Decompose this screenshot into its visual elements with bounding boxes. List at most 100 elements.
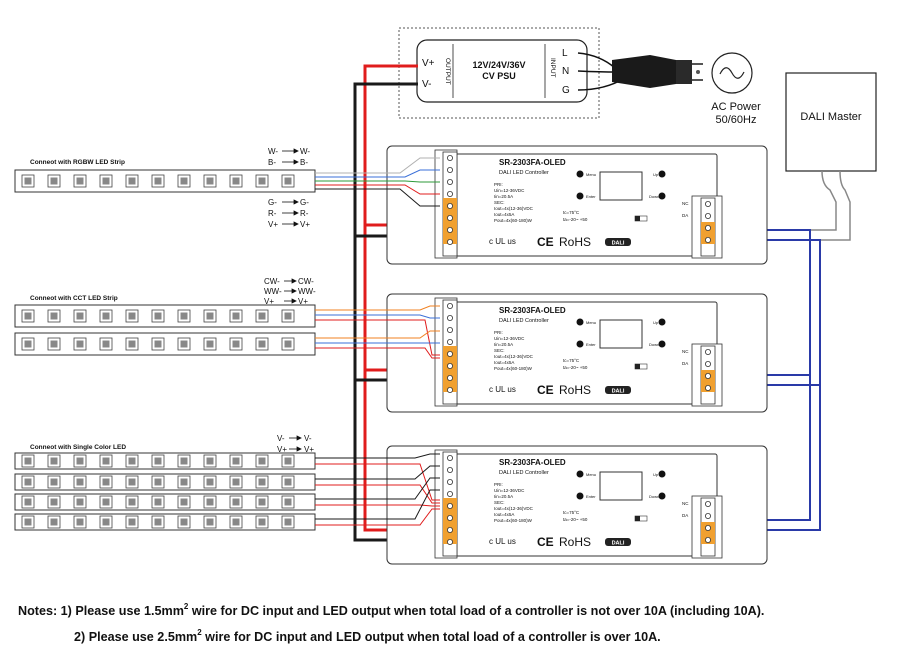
note-1-text-b: wire for DC input and LED output when to…: [188, 604, 765, 618]
controller-1-da-label: DA: [682, 213, 688, 218]
controller-3-ce-mark: CE: [537, 535, 554, 549]
controller-3-spec-6: Pout=4x(60-180)W: [494, 518, 533, 523]
controller-2-nc-label: NC: [682, 349, 689, 354]
ac-source-icon: [711, 52, 753, 94]
controller-2-rohs: RoHS: [559, 383, 591, 397]
rgbw-map-g-to: G-: [300, 198, 309, 207]
controller-2-enter-label: Enter: [586, 342, 596, 347]
controller-3-ul-mark: c UL us: [489, 537, 516, 546]
controller-1-subtitle: DALI LED Controller: [499, 170, 549, 176]
cct-map-ww-from: WW-: [264, 287, 282, 296]
notes: Notes: 1) Please use 1.5mm2 wire for DC …: [18, 596, 908, 648]
controller-3-down-label: Down: [649, 494, 659, 499]
psu-terminal-n: N: [562, 66, 569, 77]
cct-wires: [315, 305, 440, 359]
controller-2-ul-mark: c UL us: [489, 385, 516, 394]
controller-1-spec-6: Pout=4x(60-180)W: [494, 218, 533, 223]
rgbw-map-r-from: R-: [268, 209, 277, 218]
controller-1-spec-4: Iout=4x(12-36)VDC: [494, 206, 534, 211]
controller-2-spec-1: Uin=12-36VDC: [494, 336, 525, 341]
controller-3-model: SR-2303FA-OLED: [499, 458, 566, 467]
psu-terminal-vminus: V-: [422, 79, 431, 90]
controller-3-rohs: RoHS: [559, 535, 591, 549]
controller-1-nc-label: NC: [682, 201, 689, 206]
controller-2-spec-0: PRI:: [494, 330, 503, 335]
single-map-vminus-to: V-: [304, 434, 312, 443]
rgbw-led-strip: [14, 169, 316, 193]
controller-2-spec-3: SEC:: [494, 348, 505, 353]
controller-3-menu-label: Menu: [586, 472, 596, 477]
controller-2-spec-4: Iout=4x(12-36)VDC: [494, 354, 534, 359]
note-2-text-a: 2) Please use 2.5mm: [74, 630, 198, 644]
controller-2-spec-5: Iout=4x5A: [494, 360, 514, 365]
controller-3-da-label: DA: [682, 513, 688, 518]
controller-2-da-label: DA: [682, 361, 688, 366]
controller-3-spec-1: Uin=12-36VDC: [494, 488, 525, 493]
rgbw-map-v-to: V+: [300, 220, 310, 229]
controller-2-subtitle: DALI LED Controller: [499, 318, 549, 324]
psu-title-line1: 12V/24V/36V: [472, 60, 525, 70]
psu-input-label: INPUT: [549, 58, 556, 78]
rgbw-strip-title: Conneot with RGBW LED Strip: [30, 159, 125, 166]
single-led-strip-4: [14, 513, 316, 531]
rgbw-map-b-from: B-: [268, 158, 276, 167]
single-map-vplus-to: V+: [304, 445, 314, 454]
psu-block: 12V/24V/36V CV PSU OUTPUT INPUT V+ V- L …: [398, 27, 600, 119]
controller-2-model: SR-2303FA-OLED: [499, 306, 566, 315]
controller-1-spec-2: Iin=20.5A: [494, 194, 513, 199]
controller-1: SR-2303FA-OLED DALI LED Controller PRI: …: [386, 145, 768, 265]
controller-1-dali-logo: DALI: [612, 241, 625, 247]
cct-map-arrows: [284, 278, 297, 304]
controller-1-ce-mark: CE: [537, 235, 554, 249]
controller-3-spec-0: PRI:: [494, 482, 503, 487]
psu-terminal-vplus: V+: [422, 58, 435, 69]
single-strip-title: Conneot with Single Color LED: [30, 444, 126, 451]
rgbw-map-v-from: V+: [268, 220, 278, 229]
controller-1-spec-0: PRI:: [494, 182, 503, 187]
rgbw-map-w-from: W-: [268, 147, 278, 156]
controller-3-temp-1: tc=75°C: [563, 510, 580, 515]
ac-power-label: AC Power: [711, 101, 761, 113]
controller-3-subtitle: DALI LED Controller: [499, 470, 549, 476]
controller-2: SR-2303FA-OLED DALI LED Controller PRI: …: [386, 293, 768, 413]
single-wires: [315, 453, 440, 526]
controller-3-nc-label: NC: [682, 501, 689, 506]
dali-master-label: DALI Master: [800, 111, 861, 123]
controller-3-dali-logo: DALI: [612, 541, 625, 547]
note-line-2: 2) Please use 2.5mm2 wire for DC input a…: [18, 622, 908, 648]
rgbw-map-b-to: B-: [300, 158, 308, 167]
controller-1-ul-mark: c UL us: [489, 237, 516, 246]
single-map-vminus-from: V-: [277, 434, 285, 443]
controller-1-temp-1: tc=75°C: [563, 210, 580, 215]
psu-output-label: OUTPUT: [444, 58, 451, 85]
single-led-strip-2: [14, 473, 316, 491]
controller-3-enter-label: Enter: [586, 494, 596, 499]
single-map-arrows: [289, 435, 302, 452]
cct-map-cw-from: CW-: [264, 277, 280, 286]
controller-2-up-label: Up: [653, 320, 659, 325]
note-2-text-b: wire for DC input and LED output when to…: [201, 630, 661, 644]
controller-2-spec-6: Pout=4x(60-180)W: [494, 366, 533, 371]
controller-1-model: SR-2303FA-OLED: [499, 158, 566, 167]
note-1-superscript: 2: [183, 602, 189, 611]
controller-1-enter-label: Enter: [586, 194, 596, 199]
rgbw-map-arrows: [282, 148, 299, 227]
controller-2-temp-2: ta=-20~ +50: [563, 365, 588, 370]
controller-3-up-label: Up: [653, 472, 659, 477]
controller-1-spec-3: SEC:: [494, 200, 505, 205]
controller-2-ce-mark: CE: [537, 383, 554, 397]
psu-terminal-l: L: [562, 48, 568, 59]
note-1-text-a: Notes: 1) Please use 1.5mm: [18, 604, 184, 618]
controller-3-spec-4: Iout=4x(12-36)VDC: [494, 506, 534, 511]
cct-map-cw-to: CW-: [298, 277, 314, 286]
psu-title-line2: CV PSU: [482, 71, 516, 81]
note-line-1: Notes: 1) Please use 1.5mm2 wire for DC …: [18, 596, 908, 622]
cct-led-strip-2: [14, 332, 316, 356]
controller-2-menu-label: Menu: [586, 320, 596, 325]
cct-map-v-to: V+: [298, 297, 308, 306]
single-led-strip-3: [14, 493, 316, 511]
cct-led-strip-1: [14, 304, 316, 328]
ac-plug: [577, 52, 703, 91]
rgbw-wires: [315, 157, 440, 207]
psu-terminal-g: G: [562, 85, 570, 96]
